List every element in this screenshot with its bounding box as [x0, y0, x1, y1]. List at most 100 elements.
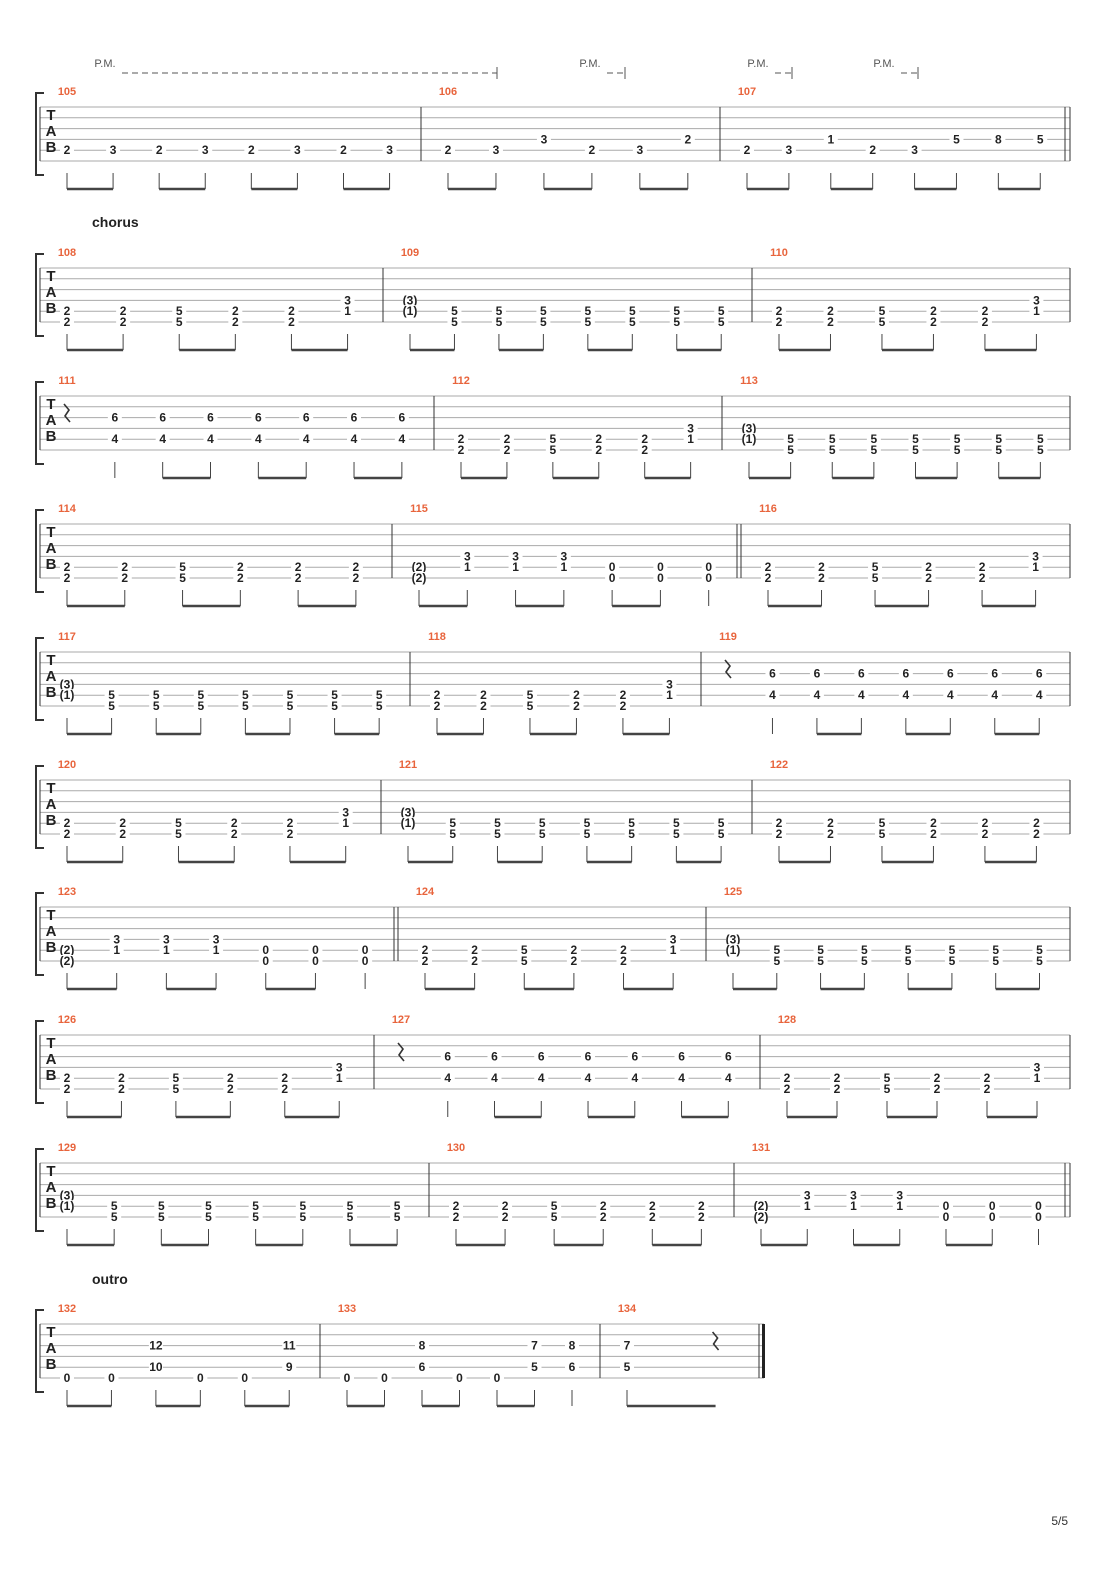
measure-number: 131: [752, 1142, 770, 1154]
fret-number: 2: [600, 1210, 607, 1224]
palm-mute-label: P.M.: [94, 58, 115, 70]
fret-number: 2: [573, 688, 580, 702]
fret-bg: [769, 955, 784, 967]
fret-bg: [1030, 1061, 1044, 1074]
system-bracket: [35, 765, 44, 849]
fret-number: 3: [336, 1060, 343, 1074]
measure-number: 127: [392, 1014, 410, 1026]
fret-number: (1): [726, 943, 741, 957]
fret-bg: [117, 572, 132, 584]
fret-number: 2: [295, 560, 302, 574]
fret-bg: [701, 572, 716, 584]
fret-bg: [683, 422, 698, 435]
fret-number: 2: [684, 132, 691, 146]
fret-bg: [584, 144, 599, 157]
fret-number: 5: [173, 1071, 180, 1085]
fret-number: 1: [1032, 560, 1039, 574]
fret-number: 2: [925, 571, 932, 585]
measure-number: 126: [58, 1014, 76, 1026]
tab-clef-letter: B: [46, 1067, 57, 1084]
fret-number: 2: [471, 943, 478, 957]
tab-system: TAB11164646464646464112222255222231113(3…: [35, 375, 1071, 480]
fret-number: 1: [344, 304, 351, 318]
fret-bg: [499, 433, 514, 446]
fret-number: 5: [158, 1199, 165, 1213]
fret-number: 5: [829, 432, 836, 446]
fret-bg: [115, 828, 130, 840]
fret-number: (1): [742, 432, 757, 446]
fret-bg: [299, 411, 314, 424]
fret-number: 0: [657, 571, 664, 585]
fret-bg: [60, 817, 74, 830]
fret-number: 2: [698, 1199, 705, 1213]
fret-number: 2: [458, 443, 465, 457]
measure-number: 124: [416, 886, 435, 898]
fret-number: 5: [879, 304, 886, 318]
fret-number: 0: [943, 1199, 950, 1213]
fret-bg: [155, 411, 170, 424]
fret-bg: [823, 828, 838, 840]
fret-bg: [308, 955, 323, 967]
fret-number: 5: [949, 943, 956, 957]
tab-clef-letter: A: [46, 284, 57, 301]
measure-number: 122: [770, 759, 788, 771]
fret-bg: [930, 1083, 944, 1095]
fret-number: 5: [242, 688, 249, 702]
fret-bg: [781, 144, 796, 157]
fret-bg: [1030, 1072, 1044, 1085]
fret-bg: [282, 700, 297, 712]
fret-number: 2: [589, 143, 596, 157]
fret-number: 5: [158, 1210, 165, 1224]
fret-number: 5: [299, 1210, 306, 1224]
fret-bg: [60, 1072, 74, 1085]
fret-bg: [193, 1372, 208, 1384]
fret-bg: [377, 1372, 392, 1384]
section-label-outro: outro: [92, 1271, 128, 1287]
fret-number: 2: [453, 1210, 460, 1224]
fret-number: 2: [64, 1082, 71, 1096]
fret-bg: [299, 433, 314, 446]
fret-bg: [490, 817, 505, 830]
measure-number: 125: [724, 886, 742, 898]
measure-number: 105: [58, 86, 76, 98]
measure-number: 120: [58, 759, 76, 771]
fret-bg: [669, 305, 684, 318]
measure-number: 113: [740, 375, 758, 387]
fret-number: 1: [850, 1199, 857, 1213]
fret-bg: [662, 689, 677, 702]
tab-clef-letter: B: [46, 139, 57, 156]
fret-bg: [591, 433, 606, 446]
fret-bg: [632, 144, 647, 157]
fret-number: 5: [521, 943, 528, 957]
system-bracket: [35, 509, 44, 593]
fret-bg: [880, 1072, 894, 1085]
fret-number: 6: [1036, 667, 1043, 681]
fret-number: 2: [121, 560, 128, 574]
fret-bg: [754, 1211, 768, 1223]
fret-bg: [107, 433, 122, 446]
fret-bg: [430, 700, 444, 712]
system-bracket: [35, 1020, 44, 1104]
tab-clef-letter: A: [46, 123, 57, 140]
fret-bg: [445, 828, 460, 840]
fret-bg: [107, 411, 122, 424]
fret-number: 5: [252, 1210, 259, 1224]
fret-bg: [854, 689, 869, 702]
fret-bg: [295, 1200, 310, 1213]
fret-bg: [536, 133, 551, 146]
fret-bg: [780, 1083, 794, 1095]
fret-number: 3: [804, 1188, 811, 1202]
fret-number: 3: [344, 293, 351, 307]
fret-number: 5: [673, 304, 680, 318]
fret-bg: [193, 700, 208, 712]
page-number: 5/5: [1051, 1514, 1068, 1528]
rest-symbol: [63, 403, 71, 423]
fret-number: 2: [982, 827, 989, 841]
fret-number: 5: [584, 315, 591, 329]
fret-bg: [534, 1050, 549, 1063]
fret-bg: [454, 444, 468, 456]
fret-bg: [874, 305, 889, 318]
fret-number: 6: [991, 667, 998, 681]
fret-number: 5: [884, 1071, 891, 1085]
fret-bg: [627, 1050, 642, 1063]
